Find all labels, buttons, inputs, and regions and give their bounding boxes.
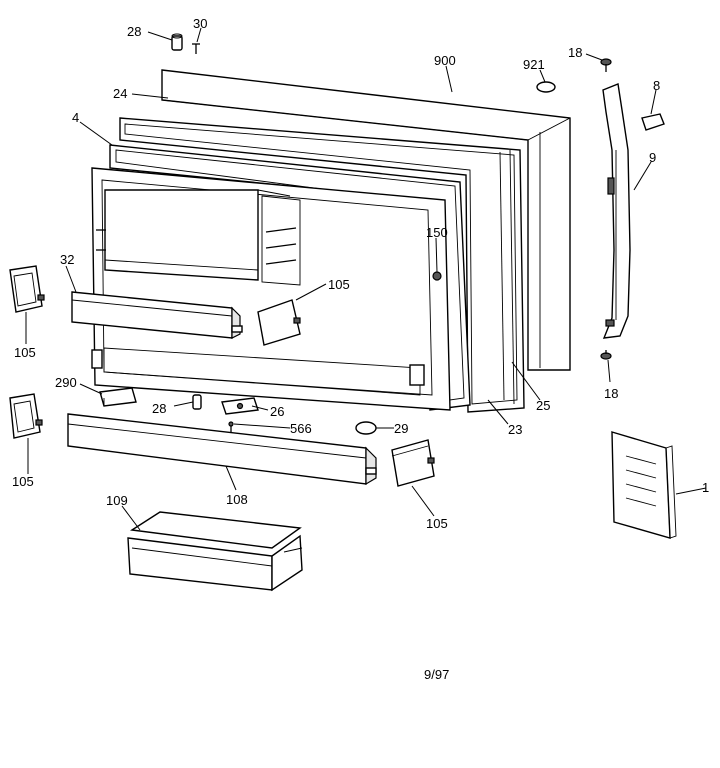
callout-8: 8 xyxy=(653,78,660,93)
callout-30: 30 xyxy=(193,16,207,31)
part-9-handle xyxy=(602,83,631,339)
callout-28-lower: 28 xyxy=(152,401,166,416)
callout-labels: 28 30 900 921 18 8 24 4 9 150 32 105 105… xyxy=(12,16,709,531)
callout-18-lower: 18 xyxy=(604,386,618,401)
part-105-endcap-upper-right xyxy=(257,299,301,346)
callout-105-lower-center: 105 xyxy=(426,516,448,531)
part-108-shelf-rail xyxy=(67,413,377,486)
callout-900: 900 xyxy=(434,53,456,68)
part-105-endcap-lower-center xyxy=(391,439,435,487)
callout-24: 24 xyxy=(113,86,127,101)
callout-4: 4 xyxy=(72,110,79,125)
part-105-endcap-lower-left xyxy=(9,393,43,439)
part-18-lower-screw xyxy=(600,350,612,360)
leader-lines xyxy=(25,27,707,531)
callout-150: 150 xyxy=(426,225,448,240)
callout-25: 25 xyxy=(536,398,550,413)
callout-23: 23 xyxy=(508,422,522,437)
callout-26: 26 xyxy=(270,404,284,419)
callout-566: 566 xyxy=(290,421,312,436)
part-290-block xyxy=(99,387,137,407)
callout-18-upper: 18 xyxy=(568,45,582,60)
callout-108: 108 xyxy=(226,492,248,507)
outer-door-panel xyxy=(161,69,571,371)
callout-1: 1 xyxy=(702,480,709,495)
callout-105-upper-left: 105 xyxy=(14,345,36,360)
part-29-bumper xyxy=(355,421,377,435)
part-30-screw xyxy=(192,43,200,54)
callout-32: 32 xyxy=(60,252,74,267)
callout-109: 109 xyxy=(106,493,128,508)
date-code: 9/97 xyxy=(424,667,449,682)
part-32-shelf-rail xyxy=(71,291,243,339)
part-109-bin xyxy=(127,511,303,592)
part-18-upper-screw xyxy=(600,58,612,72)
callout-290: 290 xyxy=(55,375,77,390)
part-28-lower-plug xyxy=(192,394,202,410)
part-921-plug xyxy=(536,81,556,93)
callout-921: 921 xyxy=(523,57,545,72)
part-28-upper-plug xyxy=(171,33,183,51)
callout-29: 29 xyxy=(394,421,408,436)
inner-door-liner xyxy=(91,167,451,411)
part-26-plate xyxy=(221,397,259,415)
part-150-screw xyxy=(432,271,442,281)
callout-105-upper-right: 105 xyxy=(328,277,350,292)
callout-105-lower-left: 105 xyxy=(12,474,34,489)
part-8-bracket xyxy=(641,113,665,131)
part-1-manual xyxy=(611,431,677,539)
part-566-screw xyxy=(228,421,234,432)
part-105-endcap-upper-left xyxy=(9,265,45,313)
callout-9: 9 xyxy=(649,150,656,165)
callout-28-upper: 28 xyxy=(127,24,141,39)
